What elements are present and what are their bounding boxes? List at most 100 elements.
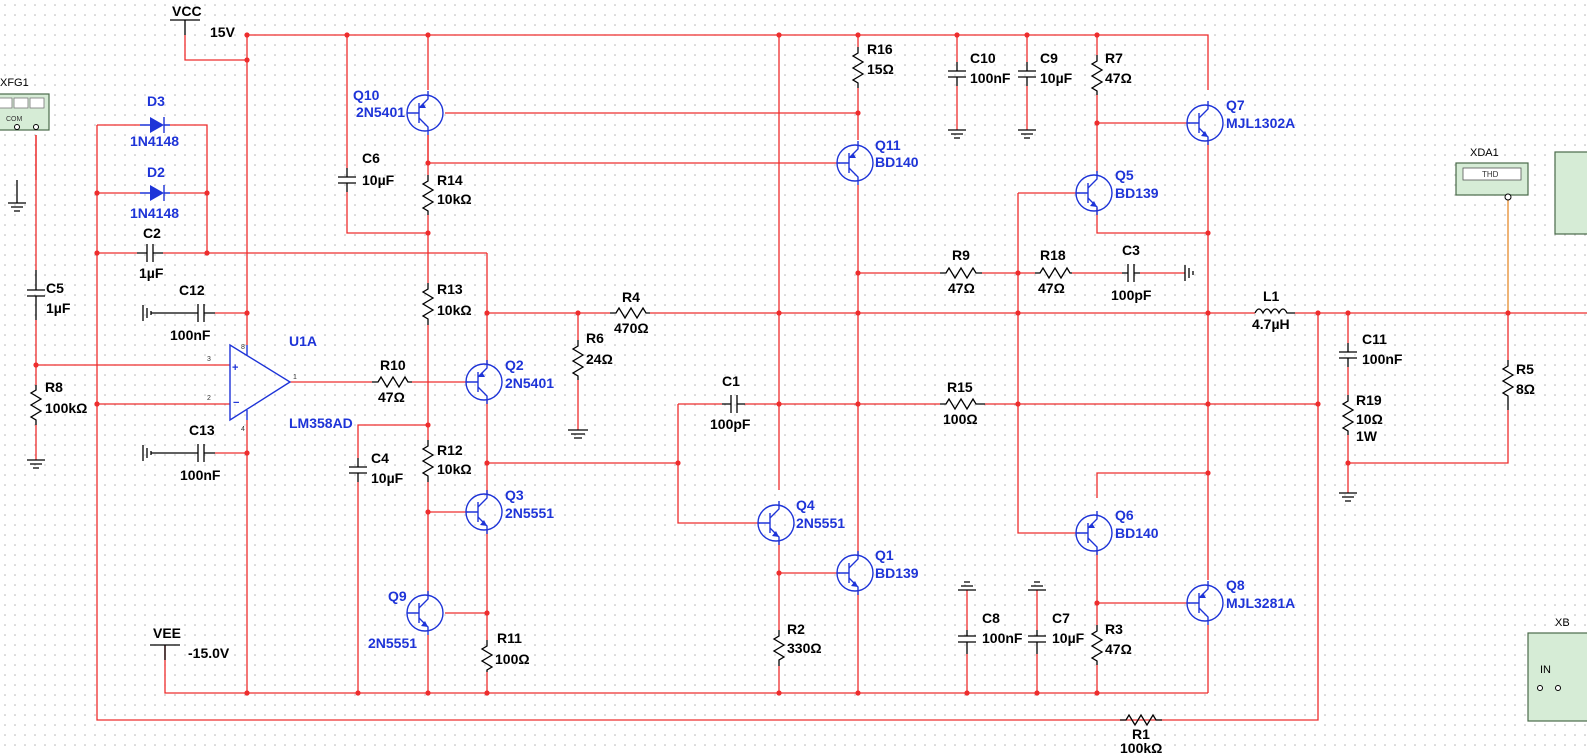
resistor-r9[interactable]: R9 47Ω [940,247,982,296]
wires [35,34,1587,721]
capacitor-c8[interactable]: C8 100nF [958,610,1023,654]
c8-ref: C8 [982,610,1000,626]
resistor-r13[interactable]: R13 10kΩ [421,281,472,325]
resistor-r15[interactable]: R15 100Ω [940,379,985,427]
r6-ref: R6 [586,330,604,346]
resistor-r16[interactable]: R16 15Ω [851,41,894,88]
opamp-minus: − [233,397,239,409]
d3-value: 1N4148 [130,133,179,149]
r10-value: 47Ω [378,389,405,405]
resistor-r11[interactable]: R11 100Ω [480,630,530,672]
r9-value: 47Ω [948,280,975,296]
resistor-r3[interactable]: R3 47Ω [1090,621,1132,665]
q2-ref: Q2 [505,357,524,373]
r5-value: 8Ω [1516,381,1535,397]
l1-ref: L1 [1263,288,1280,304]
capacitor-c10[interactable]: C10 100nF [948,50,1011,86]
vcc-name: VCC [172,3,202,19]
opamp-u1a[interactable]: + − 3 2 1 8 4 U1A LM358AD [207,333,353,433]
capacitor-c7[interactable]: C7 10µF [1028,610,1085,654]
ground-icon [1018,129,1036,139]
capacitor-c6[interactable]: C6 10µF [338,150,395,192]
capacitor-c1[interactable]: C1 100pF [710,373,751,432]
capacitor-c9[interactable]: C9 10µF [1018,50,1073,86]
resistor-r10[interactable]: R10 47Ω [372,357,412,405]
diode-d2[interactable]: D2 1N4148 [130,164,179,221]
resistor-r8[interactable]: R8 100kΩ [29,379,87,425]
emitter-arrow-icon [478,372,485,377]
c7-ref: C7 [1052,610,1070,626]
inductor-l1[interactable]: L1 4.7µH [1252,288,1295,332]
oscilloscope-partial[interactable] [1554,151,1587,235]
ground-icon [948,129,966,139]
opamp-pin-4: 4 [241,426,245,433]
q8-value: MJL3281A [1226,595,1295,611]
resistor-r5[interactable]: R5 8Ω [1501,360,1535,410]
vcc-supply[interactable]: VCC 15V [170,3,236,40]
capacitor-c4[interactable]: C4 10µF [349,450,404,486]
transistor-base [1076,523,1089,543]
r4-ref: R4 [622,289,640,305]
capacitor-c5[interactable]: C5 1µF [27,270,71,320]
resistor-r2[interactable]: R2 330Ω [772,621,822,666]
capacitor-c12[interactable]: C12 100nF [170,282,215,343]
transistor-base [466,502,479,522]
opamp-pin-1: 1 [293,374,297,381]
resistor-r1[interactable]: R1 100kΩ [1120,713,1162,754]
emitter-arrow-icon [1201,131,1208,137]
emitter-arrow-icon [772,531,779,537]
resistor-r4[interactable]: R4 470Ω [610,289,650,336]
capacitor-c13[interactable]: C13 100nF [180,422,221,483]
bode-plotter-xb[interactable]: XB IN [1527,617,1587,722]
capacitor-c2[interactable]: C2 1µF [137,225,164,281]
emitter-arrow-icon [851,581,858,587]
resistor-r18[interactable]: R18 47Ω [1035,247,1072,296]
q9-value: 2N5551 [368,635,417,651]
capacitor-c11[interactable]: C11 100nF [1339,331,1403,367]
ground-icon [568,429,588,439]
q6-ref: Q6 [1115,507,1134,523]
function-generator-xfg1[interactable]: XFG1 COM [0,77,50,131]
ground-icon [27,459,45,469]
vee-supply[interactable]: VEE -15.0V [150,625,230,661]
capacitor-c3[interactable]: C3 100pF [1111,242,1152,303]
d2-value: 1N4148 [130,205,179,221]
vcc-value: 15V [210,24,236,40]
diode-d3[interactable]: D3 1N4148 [130,93,179,149]
transistor-base [837,563,850,583]
emitter-arrow-icon [421,621,428,627]
resistor-r19[interactable]: R19 10Ω 1W [1341,392,1383,444]
q4-ref: Q4 [796,497,815,513]
resistor-r6[interactable]: R6 24Ω [571,330,613,380]
r13-ref: R13 [437,281,463,297]
resistor-r7[interactable]: R7 47Ω [1090,50,1132,95]
c6-ref: C6 [362,150,380,166]
q1-value: BD139 [875,565,919,581]
d2-ref: D2 [147,164,165,180]
q3-ref: Q3 [505,487,524,503]
transistor-base [407,603,420,623]
c5-value: 1µF [46,300,71,316]
xb-in: IN [1540,664,1551,676]
distortion-analyzer-xda1[interactable]: XDA1 THD [1455,147,1529,201]
r9-ref: R9 [952,247,970,263]
r16-ref: R16 [867,41,893,57]
resistor-r12[interactable]: R12 10kΩ [421,440,472,482]
r14-value: 10kΩ [437,191,472,207]
emitter-arrow-icon [1088,523,1095,528]
resistor-r14[interactable]: R14 10kΩ [421,172,472,215]
